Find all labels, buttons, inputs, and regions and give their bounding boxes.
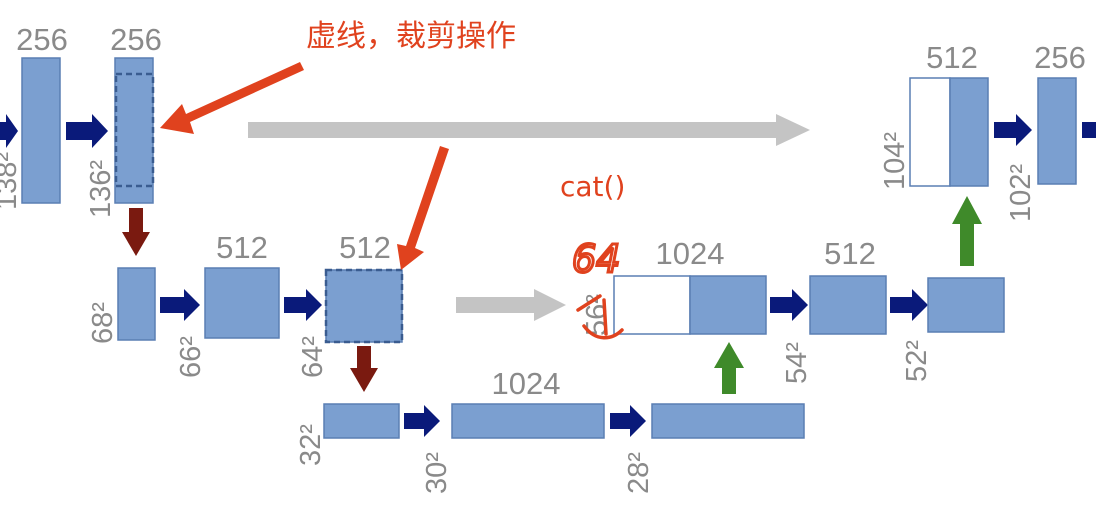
top-right-row: 512 256 104² 102²	[879, 40, 1096, 222]
channel-label: 256	[110, 22, 162, 57]
channel-label: 256	[16, 22, 68, 57]
conv-arrow	[404, 405, 440, 437]
feature-block-512-d	[949, 77, 989, 187]
feature-block-32	[323, 403, 400, 439]
maxpool-arrow	[350, 346, 378, 392]
cat-annotation-text: cat()	[560, 170, 625, 203]
cropped-copy-block	[613, 275, 691, 335]
top-row: 256 256 138² 136²	[0, 22, 810, 256]
feature-block-68	[117, 267, 156, 341]
conv-arrow	[1082, 122, 1096, 138]
cropped-copy-block	[909, 77, 951, 187]
copy-and-crop-arrow	[248, 114, 810, 146]
dimension-label: 30²	[421, 452, 453, 494]
channel-label: 512	[216, 230, 268, 265]
conv-arrow	[284, 289, 322, 321]
feature-block-512-c	[809, 275, 887, 335]
crop-dashed-region	[114, 72, 155, 188]
handwritten-64: 64	[572, 237, 620, 281]
upconv-arrow	[952, 196, 982, 266]
channel-label: 512	[824, 236, 876, 271]
dimension-label: 68²	[87, 302, 119, 344]
dimension-label: 32²	[295, 424, 327, 466]
dimension-label: 54²	[781, 342, 813, 384]
dimension-label: 136²	[85, 160, 117, 218]
conv-arrow	[994, 114, 1032, 146]
feature-block-512-a	[204, 267, 280, 339]
channel-label: 512	[926, 40, 978, 75]
conv-arrow	[160, 289, 200, 321]
dimension-label: 52²	[901, 340, 933, 382]
dimension-label: 102²	[1005, 164, 1037, 222]
feature-block-upsampled	[689, 275, 767, 335]
conv-arrow	[66, 114, 108, 148]
channel-label: 256	[1034, 40, 1086, 75]
right-middle-row: 1024 512 56² 54² 52²	[581, 196, 1005, 384]
feature-block-256-b	[114, 57, 154, 204]
channel-label: 1024	[492, 366, 561, 401]
conv-arrow	[770, 289, 808, 321]
conv-arrow	[0, 114, 18, 148]
feature-block-256-a	[21, 57, 61, 204]
copy-and-crop-arrow	[456, 289, 566, 321]
crop-dashed-region	[324, 268, 404, 344]
handwritten-scribble	[576, 294, 624, 340]
feature-block-256-c	[1037, 77, 1077, 185]
conv-arrow	[610, 405, 646, 437]
maxpool-arrow	[122, 208, 150, 256]
channel-label: 1024	[656, 236, 725, 271]
dimension-label: 64²	[297, 336, 329, 378]
feature-block-1024-a	[451, 403, 605, 439]
dimension-label: 104²	[879, 132, 911, 190]
second-row: 512 512 68² 66² 64²	[87, 230, 566, 392]
annotation-arrow	[160, 62, 304, 134]
conv-arrow	[890, 289, 928, 321]
feature-block-1024-b	[651, 403, 805, 439]
crop-annotation-text: 虚线，裁剪操作	[306, 19, 516, 54]
annotations: 虚线，裁剪操作 cat() 64	[160, 19, 625, 340]
feature-block-52	[927, 277, 1005, 333]
annotation-arrow	[397, 146, 449, 270]
dimension-label: 138²	[0, 152, 23, 210]
upconv-arrow	[714, 342, 744, 394]
channel-label: 512	[339, 230, 391, 265]
dimension-label: 66²	[175, 336, 207, 378]
dimension-label: 28²	[623, 452, 655, 494]
feature-block-512-b	[325, 269, 403, 343]
bottom-row: 1024 32² 30² 28²	[295, 342, 805, 494]
